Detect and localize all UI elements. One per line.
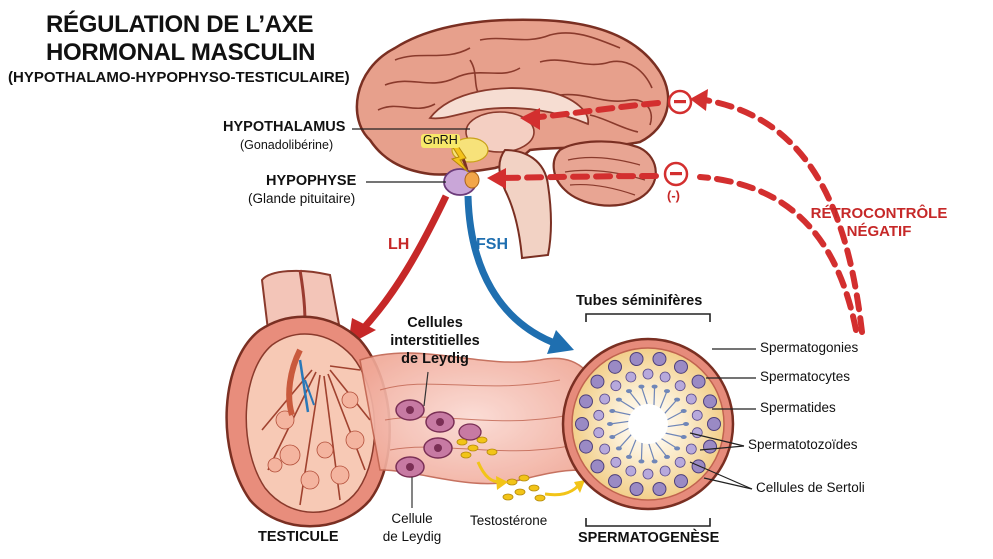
feedback-label-line-2: NÉGATIF (846, 223, 912, 240)
spermatocyte-cell (599, 393, 611, 405)
brain (355, 18, 670, 260)
spermatid-head (638, 459, 645, 464)
spermatogonia-cell (691, 374, 706, 389)
spermatogenese-label: SPERMATOGENÈSE (578, 530, 720, 546)
lh-arrow (357, 194, 450, 335)
spermatocyte-cell (642, 368, 654, 380)
spermatogonia-cell (703, 394, 718, 409)
leydig-cell-line-1: Cellule (391, 511, 433, 526)
feedback-minus-icons (663, 89, 693, 187)
spermatocyte-cell (685, 443, 697, 455)
spermatogonia-cell (674, 359, 688, 374)
subtitle: (HYPOTHALAMO-HYPOPHYSO-TESTICULAIRE) (8, 69, 350, 86)
spermatocyte-cell (685, 393, 697, 405)
gnrh-label: GnRH (421, 133, 460, 148)
seminiferous-tubule (561, 337, 735, 511)
spermatocyte-cell (610, 380, 622, 392)
tubule-label-sertoli: Cellules de Sertoli (756, 480, 865, 495)
spermatid-head (615, 446, 622, 451)
fsh-arrow (464, 195, 554, 346)
testosterone-label: Testostérone (470, 513, 548, 528)
spermatid-head (674, 446, 681, 451)
leydig-interstitial-line-3: de Leydig (401, 351, 469, 367)
spermatogonia-cell (652, 352, 667, 367)
leydig-cell-line-2: de Leydig (382, 529, 442, 544)
feedback-arrowheads (487, 89, 708, 189)
leydig-cells (395, 399, 482, 478)
tubule-label-spermatocytes: Spermatocytes (760, 369, 851, 384)
spermatid-head (680, 409, 687, 414)
spermatogonia-cell (691, 459, 706, 474)
spermatogonia-cell (608, 359, 622, 374)
tubes-label: Tubes séminifères (576, 293, 703, 309)
spermatocyte-cell (599, 443, 611, 455)
lh-label: LH (388, 236, 410, 253)
spermatid-head (664, 389, 670, 394)
spermatid-head (626, 389, 632, 394)
fsh-label: FSH (476, 236, 508, 253)
title-line-1: RÉGULATION DE L’AXE (46, 11, 314, 38)
negative-feedback-arrows (497, 97, 865, 335)
spermatogenese-bracket (585, 518, 711, 527)
spermatocyte-cell (610, 456, 622, 468)
spermatocyte-cell (625, 465, 637, 477)
spermatocyte-cell (659, 371, 671, 383)
spermatid-head (651, 459, 658, 464)
spermatogonia-cell (674, 474, 688, 489)
leydig-interstitial-line-1: Cellules (407, 315, 463, 331)
leydig-interstitial-line-2: interstitielles (390, 333, 480, 349)
spermatid-head (664, 454, 670, 459)
spermatid-head (615, 397, 622, 402)
spermatid-head (674, 397, 681, 402)
spermatocyte-cell (659, 465, 671, 477)
spermatid-head (680, 434, 687, 439)
spermatid-head (651, 384, 658, 389)
spermatocyte-cell (642, 468, 654, 480)
spermatogonia-cell (578, 439, 593, 454)
spermatocyte-cell (625, 371, 637, 383)
spermatid-head (607, 422, 613, 426)
leader-lines (352, 128, 756, 490)
hypothalamus-sublabel: (Gonadolibérine) (240, 138, 334, 152)
spermatid-head (683, 422, 689, 426)
testicule-label: TESTICULE (258, 529, 339, 545)
feedback-minus-text: (-) (667, 188, 680, 203)
spermatocyte-cell (593, 409, 605, 421)
spermatid-head (609, 409, 616, 414)
title-line-2: HORMONAL MASCULIN (46, 39, 316, 66)
spermatogonia-cell (703, 439, 718, 454)
spermatocyte-cell (691, 409, 703, 421)
spermatogonia-cell (590, 374, 605, 389)
testosterone-granules (456, 436, 546, 502)
spermatid-head (609, 434, 616, 439)
spermatogonia-cell (590, 459, 605, 474)
tubule-label-spermatides: Spermatides (760, 400, 836, 415)
corpus-callosum (428, 87, 589, 126)
hypophyse-label: HYPOPHYSE (266, 173, 357, 189)
spermatid-head (626, 454, 632, 459)
spermatogonia-cell (652, 481, 667, 496)
spermatogonia-cell (578, 394, 593, 409)
tubule-label-spermatogonies: Spermatogonies (760, 340, 859, 355)
spermatogonia-cell (608, 474, 622, 489)
spermatogonia-cell (575, 417, 589, 431)
brain-gyri (377, 32, 653, 133)
spermatogonia-cell (707, 417, 721, 431)
testis (225, 269, 391, 528)
feedback-label-line-1: RÉTROCONTRÔLE (810, 205, 948, 222)
spermatocyte-cell (593, 427, 605, 439)
tubes-bracket (585, 313, 711, 322)
hypophyse-sublabel: (Glande pituitaire) (248, 191, 356, 206)
gnrh-lightning-icon (450, 145, 469, 173)
spermatid-head (638, 384, 645, 389)
tubule-label-spermatozoides: Spermatotozoïdes (748, 437, 858, 452)
hypothalamus-label: HYPOTHALAMUS (223, 119, 346, 135)
spermatocyte-cell (674, 380, 686, 392)
spermatogonia-cell (629, 481, 644, 496)
spermatogonia-cell (629, 352, 644, 367)
spermatocyte-cell (674, 456, 686, 468)
